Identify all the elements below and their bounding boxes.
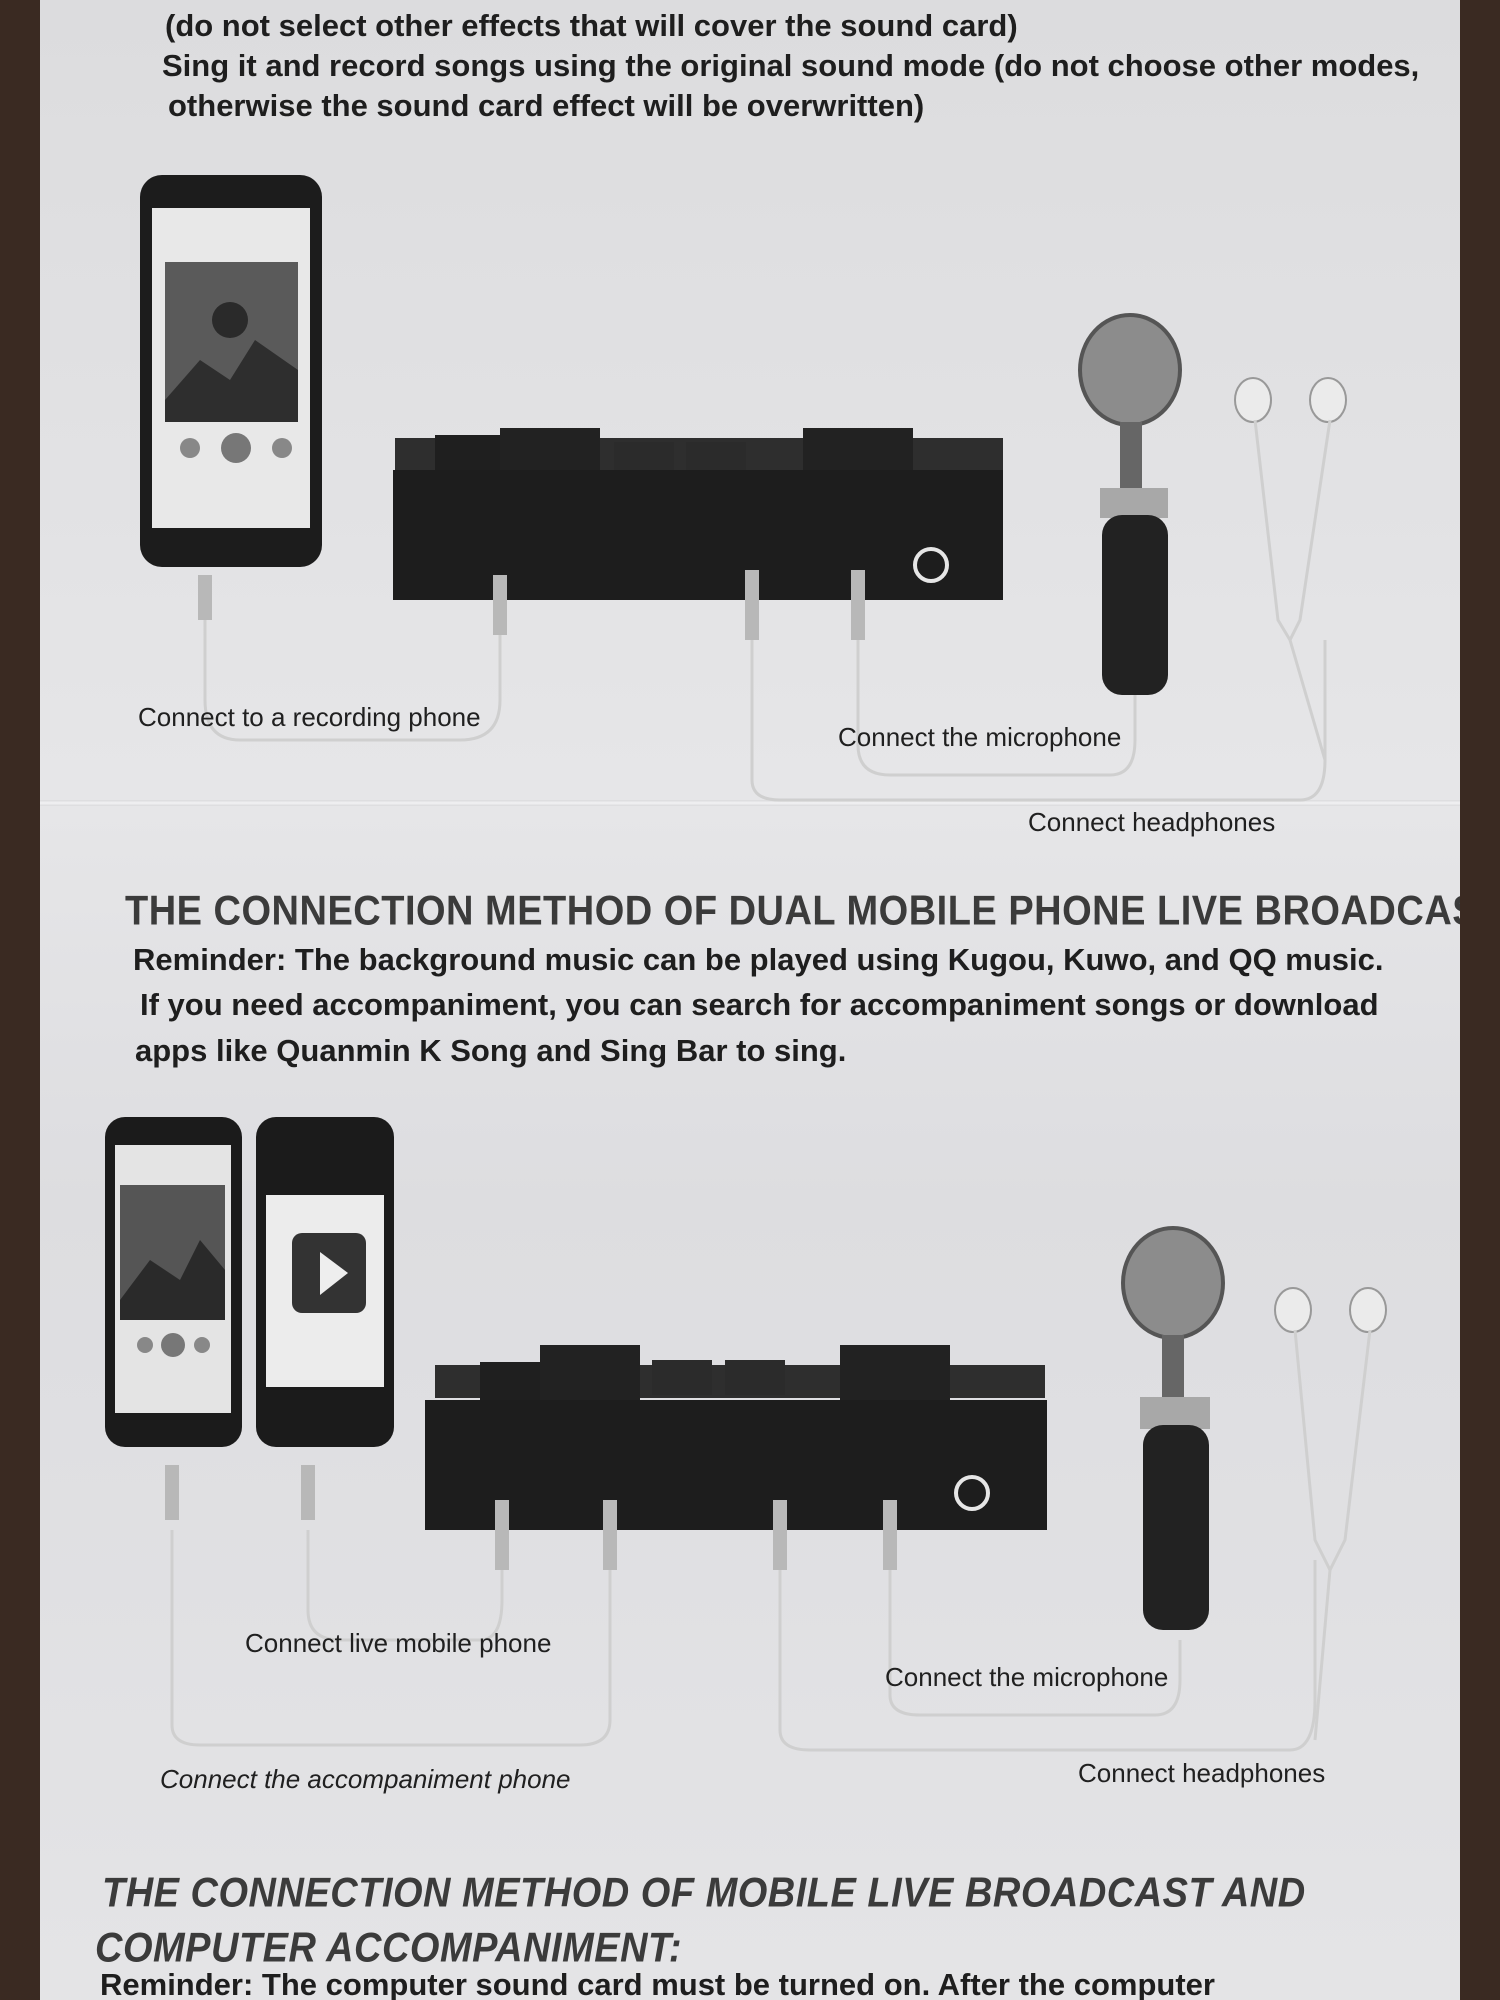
earphones-illustration <box>1234 377 1347 761</box>
cables-2 <box>170 1530 1317 1752</box>
top-text-line1: (do not select other effects that will c… <box>165 8 1018 43</box>
dual-phone-illustrations <box>105 1117 394 1447</box>
label-live-phone: Connect live mobile phone <box>245 1628 552 1658</box>
dual-text-line2: If you need accompaniment, you can searc… <box>140 987 1379 1022</box>
instruction-sheet: (do not select other effects that will c… <box>40 0 1460 2000</box>
sound-card-illustration-2 <box>425 1345 1047 1530</box>
top-text-line2: Sing it and record songs using the origi… <box>162 48 1420 83</box>
earphones-illustration-2 <box>1274 1287 1387 1741</box>
label-microphone: Connect the microphone <box>838 722 1122 752</box>
heading-dual-phone: THE CONNECTION METHOD OF DUAL MOBILE PHO… <box>125 888 1460 935</box>
heading-computer-line2: COMPUTER ACCOMPANIMENT: <box>95 1925 683 1972</box>
computer-text-line1: Reminder: The computer sound card must b… <box>100 1967 1215 2000</box>
microphone-illustration <box>1078 313 1182 695</box>
label-recording-phone: Connect to a recording phone <box>138 702 481 732</box>
sound-card-illustration <box>393 428 1003 600</box>
paper-fold <box>40 800 1460 806</box>
cables <box>203 600 1327 802</box>
diagram-single-phone <box>105 175 1387 1752</box>
dual-text-line1: Reminder: The background music can be pl… <box>133 942 1384 977</box>
label-accompaniment-phone: Connect the accompaniment phone <box>160 1764 571 1794</box>
microphone-illustration-2 <box>1121 1226 1225 1630</box>
heading-computer-line1: THE CONNECTION METHOD OF MOBILE LIVE BRO… <box>102 1870 1306 1917</box>
label-microphone-2: Connect the microphone <box>885 1662 1169 1692</box>
label-headphones: Connect headphones <box>1028 807 1276 837</box>
phone-illustration <box>140 175 322 567</box>
label-headphones-2: Connect headphones <box>1078 1758 1326 1788</box>
dual-text-line3: apps like Quanmin K Song and Sing Bar to… <box>135 1033 847 1068</box>
top-text-line3: otherwise the sound card effect will be … <box>168 88 925 123</box>
